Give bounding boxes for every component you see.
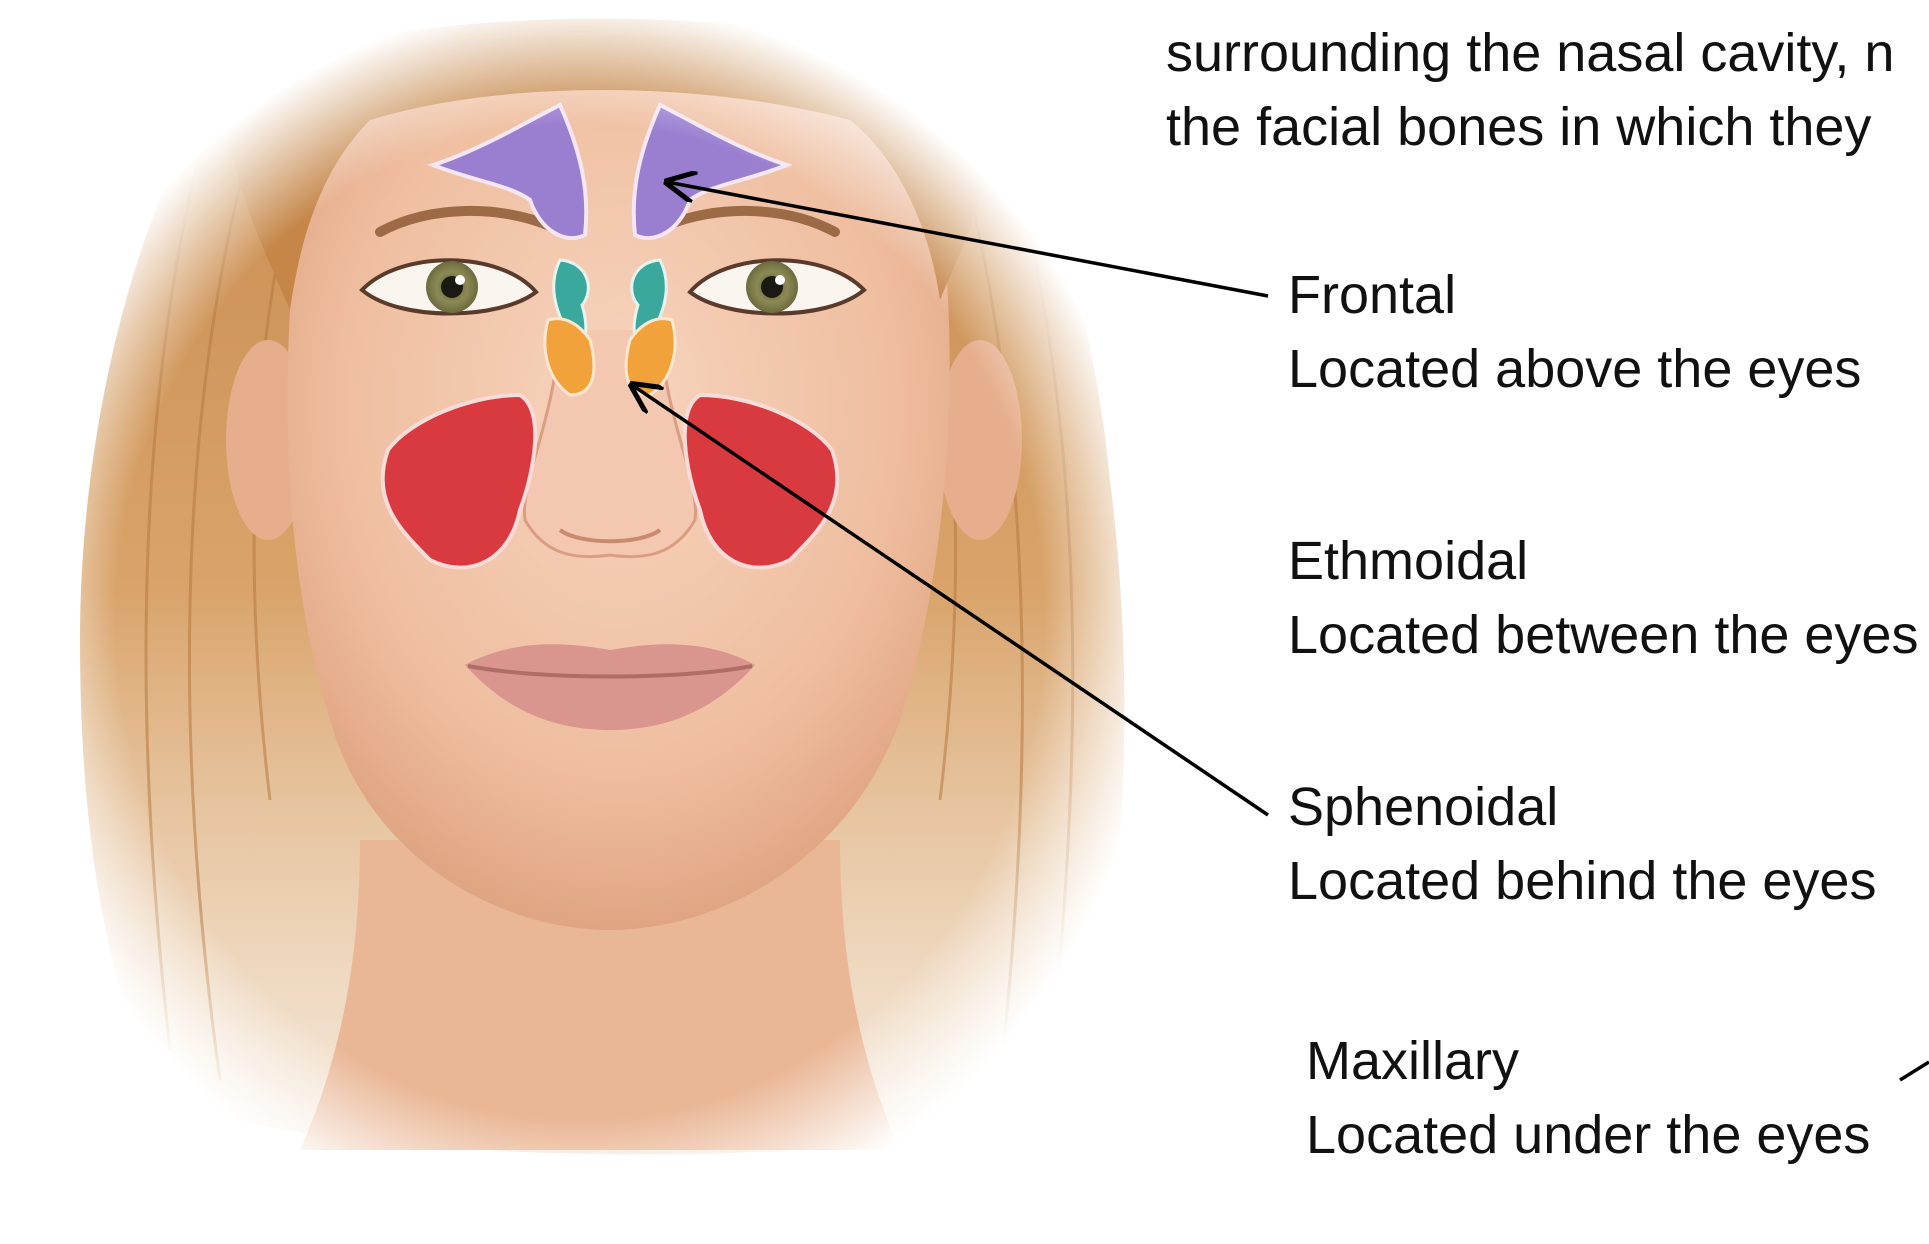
label-maxillary: Maxillary Located under the eyes xyxy=(1306,1024,1870,1172)
label-ethmoidal: Ethmoidal Located between the eyes xyxy=(1288,524,1918,672)
maxillary-location: Located under the eyes xyxy=(1306,1105,1871,1165)
frontal-location: Located above the eyes xyxy=(1288,339,1862,399)
ethmoidal-name: Ethmoidal xyxy=(1288,531,1529,591)
maxillary-name: Maxillary xyxy=(1306,1031,1520,1091)
vignette xyxy=(0,0,1160,1244)
sphenoidal-location: Located behind the eyes xyxy=(1288,851,1877,911)
label-sphenoidal: Sphenoidal Located behind the eyes xyxy=(1288,770,1876,918)
frontal-arrow xyxy=(667,182,1269,298)
intro-line-1: surrounding the nasal cavity, n xyxy=(1166,23,1895,83)
sphenoidal-name: Sphenoidal xyxy=(1288,777,1559,837)
ethmoidal-location: Located between the eyes xyxy=(1288,605,1919,665)
label-frontal: Frontal Located above the eyes xyxy=(1288,258,1861,406)
sphenoidal-arrow xyxy=(632,385,1269,817)
maxillary-arrow xyxy=(1899,1060,1929,1082)
frontal-name: Frontal xyxy=(1288,265,1457,325)
intro-line-2: the facial bones in which they xyxy=(1166,97,1872,157)
intro-text: surrounding the nasal cavity, n the faci… xyxy=(1166,0,1894,164)
